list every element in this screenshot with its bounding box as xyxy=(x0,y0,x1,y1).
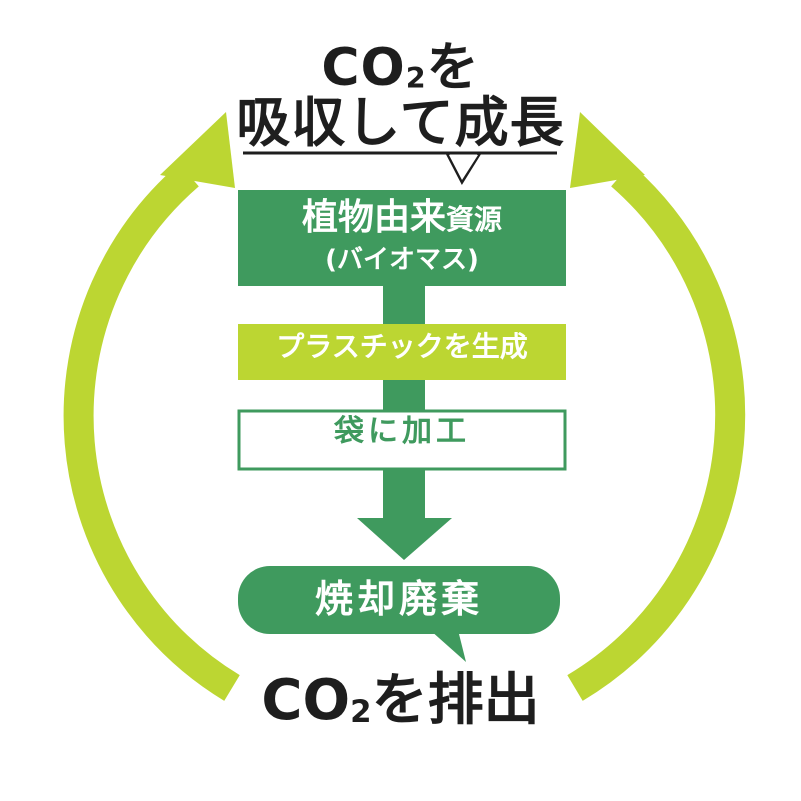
biomass-main-text: 植物由来 xyxy=(301,197,446,238)
top-label-line1: CO2を xyxy=(0,38,801,105)
biomass-box xyxy=(238,190,566,286)
flow-stem xyxy=(383,284,425,520)
biomass-small-text: 資源 xyxy=(446,203,503,236)
plastic-label: プラスチックを生成 xyxy=(276,330,528,363)
co2-subscript: 2 xyxy=(405,60,427,95)
bottom-label: CO2を排出 xyxy=(0,668,801,742)
co2-subscript-bottom: 2 xyxy=(350,694,372,731)
left-cycle-arrow-head xyxy=(160,112,235,188)
right-cycle-arrow-shaft xyxy=(567,163,746,701)
bag-label: 袋に加工 xyxy=(334,414,470,449)
co-text-bottom: CO xyxy=(261,668,351,733)
flow-arrow-head xyxy=(357,518,452,560)
co-text: CO xyxy=(321,38,406,98)
particle-text: を xyxy=(426,38,480,98)
top-label-line2: 吸収して成長 xyxy=(236,91,565,154)
bag-box xyxy=(237,409,567,471)
plastic-box xyxy=(238,324,566,380)
biomass-subtitle: (バイオマス) xyxy=(325,245,479,275)
burn-label: 焼却廃棄 xyxy=(314,577,483,621)
top-speech-tail xyxy=(449,155,478,180)
biomass-title: 植物由来資源 xyxy=(238,196,566,242)
burn-box-tail xyxy=(430,630,466,662)
emit-text: を排出 xyxy=(371,668,540,733)
left-cycle-arrow-shaft xyxy=(63,163,240,701)
right-cycle-arrow-head xyxy=(570,112,645,188)
top-speech-line xyxy=(243,151,557,186)
burn-box xyxy=(238,566,560,634)
